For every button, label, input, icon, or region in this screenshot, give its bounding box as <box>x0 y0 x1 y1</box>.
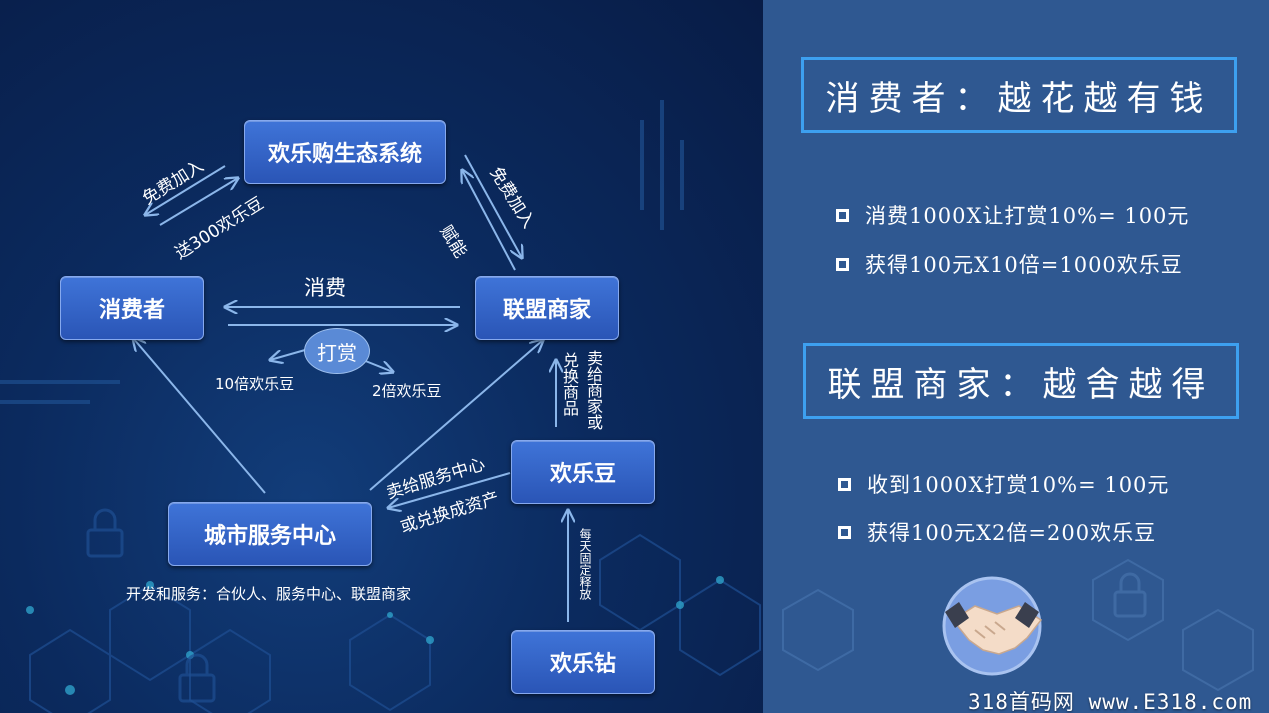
consumer-header: 消费者：越花越有钱 <box>801 57 1237 133</box>
node-merchant: 联盟商家 <box>475 276 619 340</box>
arrow-reward-left <box>270 349 306 360</box>
node-joy-diamond: 欢乐钻 <box>511 630 655 694</box>
bullet-text: 收到1000X打赏10%= 100元 <box>867 473 1170 497</box>
node-city-center: 城市服务中心 <box>168 502 372 566</box>
label-ten-times: 10倍欢乐豆 <box>215 375 295 393</box>
arrow-ecosystem-to-consumer <box>145 165 226 215</box>
diagram-area: 欢乐购生态系统 消费者 联盟商家 欢乐豆 城市服务中心 欢乐钻 打赏 免费加入 … <box>0 0 763 713</box>
diagram-connectors <box>0 154 763 622</box>
merchant-bullet-2: 获得100元X2倍=200欢乐豆 <box>838 517 1156 547</box>
consumer-bullet-2: 获得100元X10倍=1000欢乐豆 <box>836 249 1183 279</box>
bullet-text: 消费1000X让打赏10%= 100元 <box>865 204 1190 228</box>
merchant-header: 联盟商家：越舍越得 <box>803 343 1239 419</box>
label-daily-release: 每天固定释放 <box>578 528 592 600</box>
arrow-bean-to-center <box>388 472 511 508</box>
arrow-merchant-to-ecosystem <box>462 170 516 271</box>
label-dev-service: 开发和服务：合伙人、服务中心、联盟商家 <box>126 585 412 603</box>
watermark: 318首码网 www.E318.com <box>968 690 1253 713</box>
merchant-bullet-1: 收到1000X打赏10%= 100元 <box>838 469 1169 499</box>
checkbox-icon <box>838 525 851 539</box>
label-sell-to-merchant: 卖给商家或 <box>584 350 603 430</box>
summary-panel: 消费者：越花越有钱 消费1000X让打赏10%= 100元 获得100元X10倍… <box>763 0 1269 713</box>
bullet-text: 获得100元X10倍=1000欢乐豆 <box>865 253 1183 277</box>
checkbox-icon <box>836 208 849 222</box>
arrow-ecosystem-to-merchant <box>464 154 522 258</box>
arrow-center-to-merchant <box>369 340 543 491</box>
consumer-bullet-1: 消费1000X让打赏10%= 100元 <box>836 200 1189 230</box>
node-reward: 打赏 <box>304 328 370 374</box>
handshake-icon <box>942 576 1043 676</box>
label-consume: 消费 <box>304 276 346 300</box>
bullet-text: 获得100元X2倍=200欢乐豆 <box>867 521 1157 545</box>
node-ecosystem: 欢乐购生态系统 <box>244 120 446 184</box>
arrow-center-to-consumer <box>133 338 266 494</box>
panel-background <box>782 558 1254 692</box>
checkbox-icon <box>836 257 849 271</box>
node-consumer: 消费者 <box>60 276 204 340</box>
arrow-reward-right <box>362 359 393 372</box>
tech-background <box>0 100 761 713</box>
arrow-consumer-to-ecosystem <box>159 178 238 226</box>
label-exchange-goods: 兑换商品 <box>560 352 579 416</box>
checkbox-icon <box>838 477 851 491</box>
label-two-times: 2倍欢乐豆 <box>372 382 442 400</box>
node-joy-bean: 欢乐豆 <box>511 440 655 504</box>
